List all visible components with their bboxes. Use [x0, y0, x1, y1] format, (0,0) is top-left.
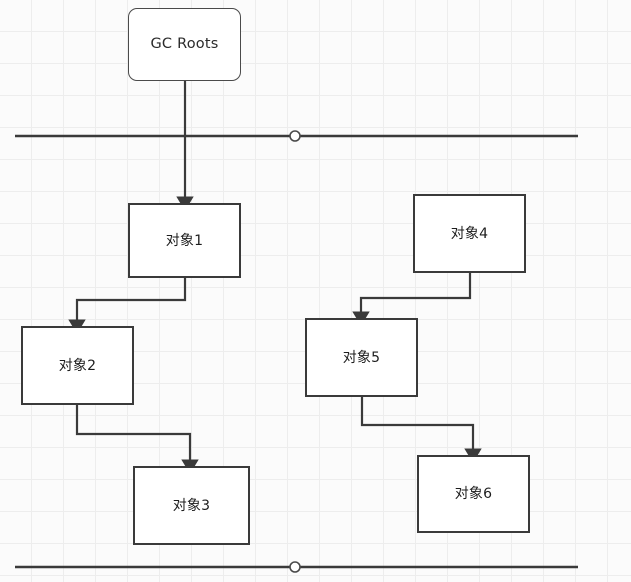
- node-obj1[interactable]: 对象1: [128, 203, 241, 278]
- node-obj2-label: 对象2: [58, 357, 97, 374]
- separator-top-handle[interactable]: [289, 130, 301, 142]
- edge-obj2-obj3[interactable]: [75, 405, 199, 474]
- separator-bottom[interactable]: [15, 561, 578, 573]
- node-obj6[interactable]: 对象6: [417, 455, 530, 533]
- separator-bottom-handle[interactable]: [289, 561, 301, 573]
- separator-top[interactable]: [15, 130, 578, 142]
- node-obj3-label: 对象3: [172, 497, 211, 514]
- node-gc-roots[interactable]: GC Roots: [128, 8, 241, 81]
- edge-obj4-obj5[interactable]: [352, 273, 472, 326]
- node-obj3[interactable]: 对象3: [133, 466, 250, 545]
- node-obj4[interactable]: 对象4: [413, 194, 526, 273]
- node-obj6-label: 对象6: [454, 486, 493, 502]
- edge-obj5-obj6[interactable]: [360, 397, 482, 463]
- node-obj1-label: 对象1: [165, 232, 204, 249]
- node-obj2[interactable]: 对象2: [21, 326, 134, 405]
- node-obj5-label: 对象5: [342, 349, 381, 366]
- edge-obj1-obj2[interactable]: [68, 278, 187, 334]
- node-obj4-label: 对象4: [450, 225, 489, 242]
- node-obj5[interactable]: 对象5: [305, 318, 418, 397]
- connector-group: [68, 81, 482, 474]
- node-gc-roots-label: GC Roots: [150, 36, 219, 53]
